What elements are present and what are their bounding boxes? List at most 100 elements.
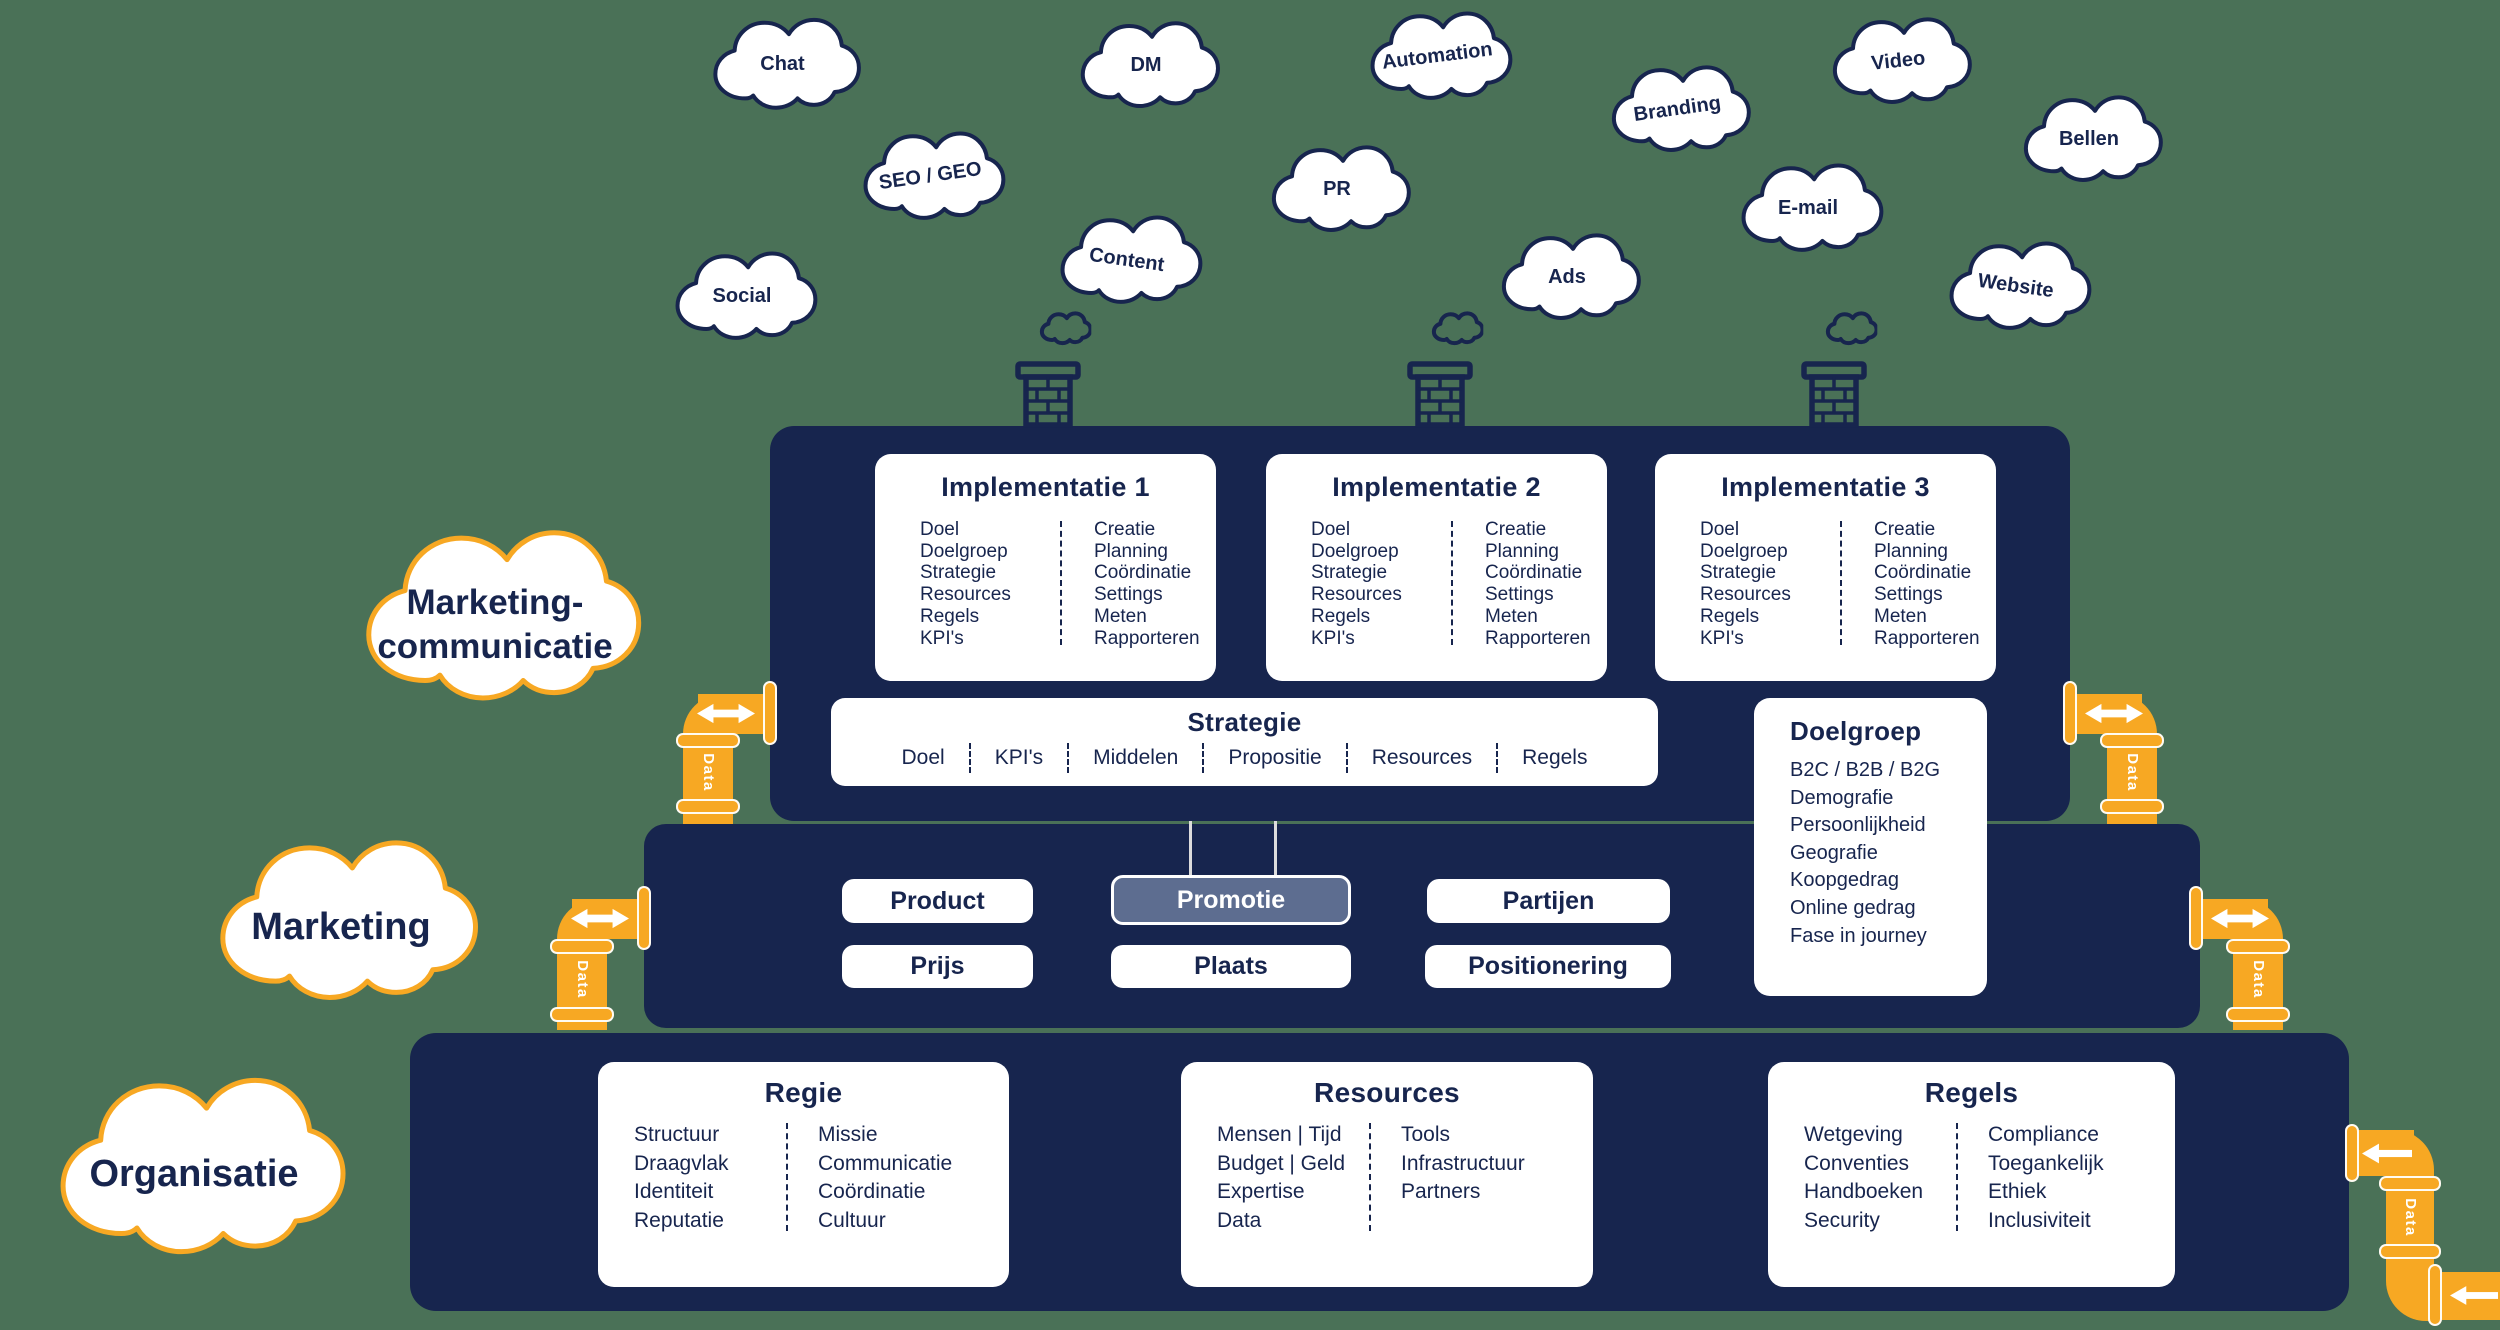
level-cloud-marketing: Marketing bbox=[164, 829, 518, 1005]
regels-card: Regels Wetgeving Conventies Handboeken S… bbox=[1768, 1062, 2175, 1287]
list-item: Resources bbox=[1311, 584, 1402, 606]
list-item: Ethiek bbox=[1988, 1180, 2047, 1203]
list-item: Communicatie bbox=[818, 1151, 953, 1175]
implementation-card-1: Implementatie 1 Doel Doelgroep Strategie… bbox=[875, 454, 1216, 681]
list-item: Resources bbox=[1700, 584, 1791, 606]
list-item: Geografie bbox=[1790, 841, 1878, 864]
list-item: Coördinatie bbox=[1874, 562, 1972, 584]
chimney-icon bbox=[1794, 302, 1924, 428]
list-item: Settings bbox=[1874, 584, 1943, 606]
list-item: Planning bbox=[1094, 540, 1168, 562]
dashed-separator bbox=[1496, 743, 1499, 773]
list-item: Doel bbox=[1311, 519, 1351, 540]
regels-right-list: Compliance Toegankelijk Ethiek Inclusivi… bbox=[1988, 1121, 2104, 1235]
channel-cloud-video: Video bbox=[1818, 12, 1978, 106]
doelgroep-title: Doelgroep bbox=[1790, 716, 1922, 746]
pipe-arm bbox=[698, 694, 768, 734]
level-cloud-label: Marketing-communicatie bbox=[377, 583, 613, 666]
list-item: Planning bbox=[1874, 540, 1948, 562]
implementation-2-title: Implementatie 2 bbox=[1332, 472, 1541, 502]
cloud-label: Ads bbox=[1548, 265, 1586, 288]
double-arrow-icon bbox=[697, 700, 755, 727]
dashed-separator bbox=[1369, 1123, 1371, 1231]
chimney-icon bbox=[1008, 302, 1138, 428]
pipe-elbow-vertical bbox=[557, 899, 607, 1030]
level-cloud-marketingcommunicatie: Marketing-communicatie bbox=[332, 518, 658, 706]
list-item: Wetgeving bbox=[1804, 1123, 1903, 1146]
pipe-ring bbox=[2100, 733, 2164, 748]
resources-left-list: Mensen | Tijd Budget | Geld Expertise Da… bbox=[1217, 1121, 1369, 1235]
list-item: Propositie bbox=[1228, 746, 1322, 769]
list-item: Expertise bbox=[1217, 1180, 1305, 1203]
list-item: Doel bbox=[1700, 519, 1740, 540]
promotie-connector-line bbox=[1189, 821, 1192, 877]
list-item: Creatie bbox=[1094, 519, 1156, 540]
pipe-flange bbox=[2428, 1264, 2442, 1326]
list-item: Doel bbox=[901, 746, 945, 769]
list-item: Settings bbox=[1485, 584, 1554, 606]
list-item: Doelgroep bbox=[1311, 540, 1399, 562]
channel-cloud-dm: DM bbox=[1072, 15, 1220, 111]
regie-left-list: Structuur Draagvlak Identiteit Reputatie bbox=[634, 1121, 786, 1235]
pipe-data-label: Data bbox=[699, 753, 717, 792]
list-item: Strategie bbox=[920, 562, 997, 584]
list-item: KPI's bbox=[994, 746, 1044, 769]
pipe-ring bbox=[2379, 1176, 2441, 1191]
list-item: Reputatie bbox=[634, 1208, 724, 1232]
cloud-label: Chat bbox=[760, 52, 805, 75]
implementation-2-left-list: Doel Doelgroep Strategie Resources Regel… bbox=[1311, 519, 1451, 649]
cloud-label: Video bbox=[1870, 46, 1927, 75]
implementation-1-left-list: Doel Doelgroep Strategie Resources Regel… bbox=[920, 519, 1060, 649]
list-item: Inclusiviteit bbox=[1988, 1208, 2091, 1232]
pipe-ring bbox=[2226, 1007, 2290, 1022]
list-item: Compliance bbox=[1988, 1123, 2099, 1146]
channel-cloud-bellen: Bellen bbox=[2010, 90, 2168, 184]
regels-title: Regels bbox=[1924, 1077, 2019, 1108]
implementation-3-right-list: Creatie Planning Coördinatie Settings Me… bbox=[1874, 519, 1980, 649]
list-item: Middelen bbox=[1093, 746, 1179, 769]
resources-card: Resources Mensen | Tijd Budget | Geld Ex… bbox=[1181, 1062, 1593, 1287]
list-item: Online gedrag bbox=[1790, 896, 1916, 919]
channel-cloud-website: Website bbox=[1934, 236, 2098, 332]
list-item: Mensen | Tijd bbox=[1217, 1123, 1342, 1146]
implementation-1-title: Implementatie 1 bbox=[941, 472, 1150, 502]
left-arrow-icon bbox=[2450, 1282, 2498, 1309]
level-cloud-label: Organisatie bbox=[89, 1153, 299, 1195]
channel-cloud-ads: Ads bbox=[1486, 228, 1648, 322]
pipe-data-label: Data bbox=[573, 960, 591, 999]
double-arrow-icon bbox=[2085, 700, 2143, 727]
list-item: Meten bbox=[1874, 605, 1927, 627]
resources-right-list: Tools Infrastructuur Partners bbox=[1401, 1121, 1525, 1235]
list-item: Doel bbox=[920, 519, 960, 540]
list-item: Security bbox=[1804, 1208, 1880, 1232]
list-item: Rapporteren bbox=[1874, 627, 1980, 649]
list-item: Meten bbox=[1485, 605, 1538, 627]
implementation-3-title: Implementatie 3 bbox=[1721, 472, 1930, 502]
pipe-elbow-vertical bbox=[683, 694, 733, 824]
pipe-data-label: Data bbox=[2249, 960, 2267, 999]
dashed-separator bbox=[786, 1123, 788, 1231]
channel-cloud-automation: Automation bbox=[1358, 6, 1516, 102]
list-item: Regels bbox=[1700, 605, 1760, 627]
regels-left-list: Wetgeving Conventies Handboeken Security bbox=[1804, 1121, 1956, 1235]
list-item: Missie bbox=[818, 1123, 878, 1146]
list-item: Creatie bbox=[1874, 519, 1936, 540]
channel-cloud-chat: Chat bbox=[700, 12, 865, 112]
implementation-2-right-list: Creatie Planning Coördinatie Settings Me… bbox=[1485, 519, 1591, 649]
list-item: Creatie bbox=[1485, 519, 1547, 540]
dashed-separator bbox=[1345, 743, 1348, 773]
implementation-3-left-list: Doel Doelgroep Strategie Resources Regel… bbox=[1700, 519, 1840, 649]
list-item: Coördinatie bbox=[818, 1180, 926, 1203]
pill-promotie-highlighted: Promotie bbox=[1111, 875, 1351, 925]
pipe-elbow-vertical bbox=[2107, 694, 2157, 824]
list-item: Settings bbox=[1094, 584, 1163, 606]
channel-cloud-pr: PR bbox=[1256, 140, 1418, 234]
list-item: Conventies bbox=[1804, 1151, 1910, 1175]
list-item: Regels bbox=[1311, 605, 1371, 627]
pipe-ring bbox=[676, 733, 740, 748]
pipe-arm bbox=[572, 899, 642, 939]
strategie-items: Doel KPI's Middelen Propositie Resources… bbox=[831, 743, 1658, 773]
pipe-data-label: Data bbox=[2401, 1198, 2419, 1237]
pipe-ring bbox=[676, 799, 740, 814]
